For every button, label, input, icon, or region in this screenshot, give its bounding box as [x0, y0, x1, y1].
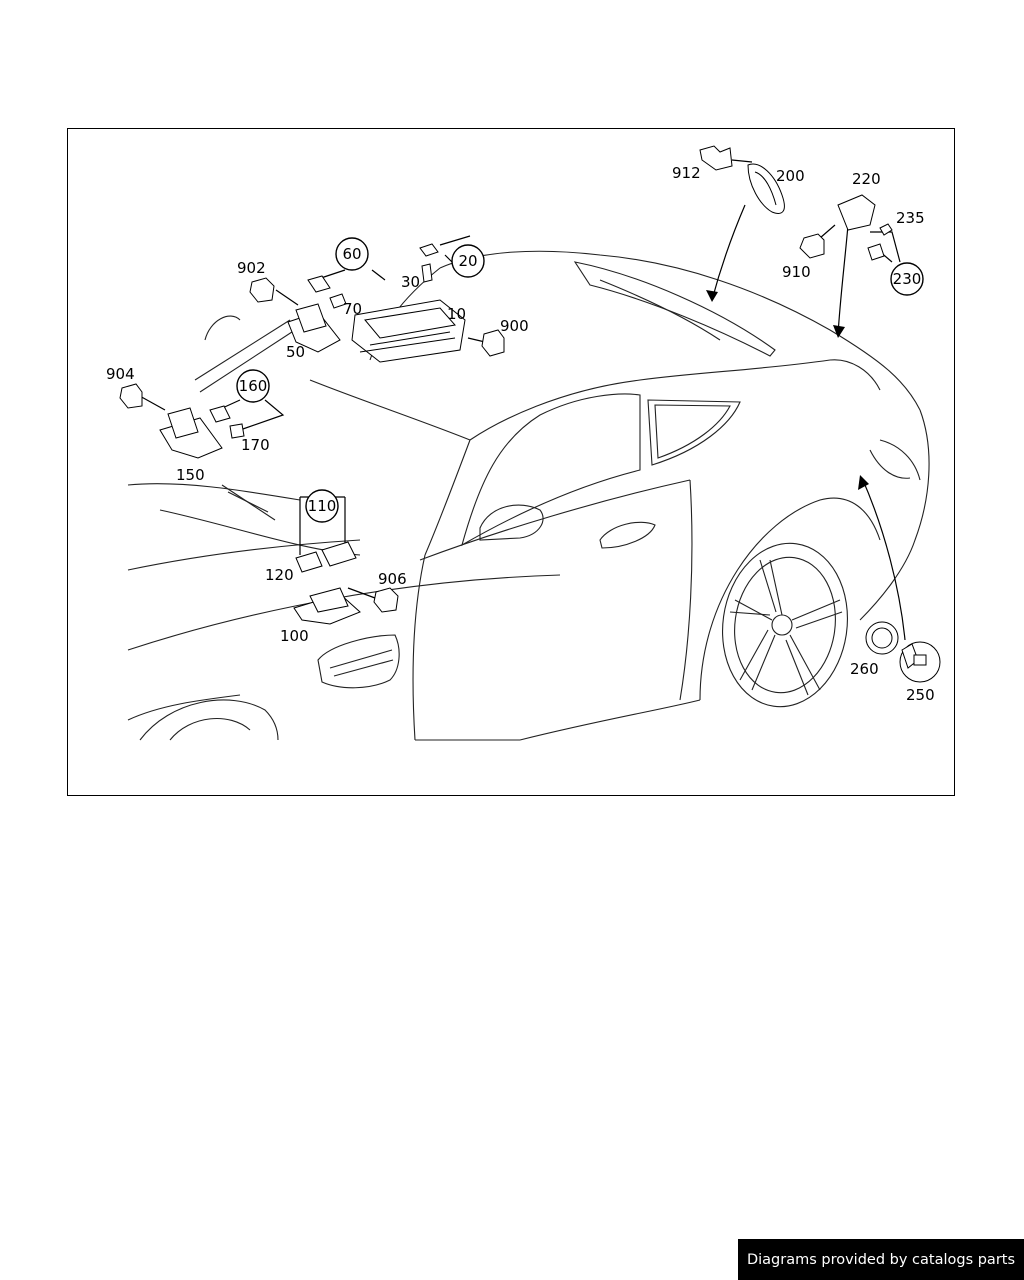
part-label-200: 200: [776, 167, 805, 185]
part-label-906: 906: [378, 570, 407, 588]
part-label-912: 912: [672, 164, 701, 182]
callout-110: 110: [308, 497, 337, 515]
part-label-902: 902: [237, 259, 266, 277]
part-label-150: 150: [176, 466, 205, 484]
callout-20-circle: [451, 244, 485, 278]
callout-60: 60: [342, 245, 361, 263]
callout-circles: [236, 237, 924, 523]
callout-110-circle: [305, 489, 339, 523]
footer-credit-text: Diagrams provided by catalogs parts: [746, 1251, 1016, 1268]
callout-230: 230: [893, 270, 922, 288]
part-label-170: 170: [241, 436, 270, 454]
part-label-250: 250: [906, 686, 935, 704]
callout-labels: 60 20 160 110 230: [239, 245, 922, 515]
part-label-100: 100: [280, 627, 309, 645]
callout-230-circle: [890, 262, 924, 296]
part-label-220: 220: [852, 170, 881, 188]
part-label-50: 50: [286, 343, 305, 361]
part-label-120: 120: [265, 566, 294, 584]
part-label-70: 70: [343, 300, 362, 318]
part-label-900: 900: [500, 317, 529, 335]
callout-160-circle: [236, 369, 270, 403]
callout-60-circle: [335, 237, 369, 271]
part-label-10: 10: [447, 305, 466, 323]
callout-20: 20: [458, 252, 477, 270]
arrowheads: [706, 290, 869, 490]
part-number-labels: 912 200 220 235 910 902 30 70 10 900 50 …: [106, 164, 935, 704]
part-label-260: 260: [850, 660, 879, 678]
callout-160: 160: [239, 377, 268, 395]
part-label-904: 904: [106, 365, 135, 383]
footer-credit-badge: Diagrams provided by catalogs parts: [738, 1239, 1024, 1280]
part-label-30: 30: [401, 273, 420, 291]
part-label-235: 235: [896, 209, 925, 227]
part-label-910: 910: [782, 263, 811, 281]
part-shapes: [119, 145, 941, 683]
leader-lines: [137, 159, 906, 641]
